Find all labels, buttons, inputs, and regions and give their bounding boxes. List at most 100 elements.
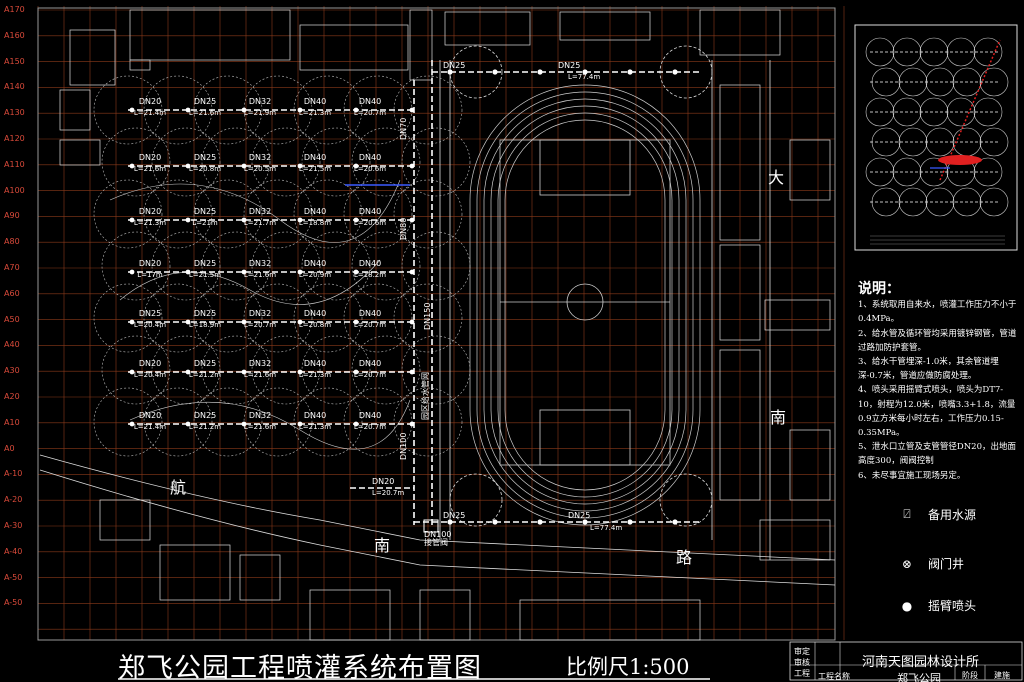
building-outline (719, 244, 761, 341)
sprinkler-head (447, 519, 453, 525)
legend-valve-well: ⊗ 阀门井 (900, 555, 964, 572)
pipe-dn-label: DN20 (139, 259, 161, 268)
pipe-length-label: L=21.3m (299, 109, 331, 117)
pipe-length-label: L=20.4m (134, 371, 166, 379)
pipe-dn-label: DN20 (139, 359, 161, 368)
sprinkler-head (129, 107, 135, 113)
center-circle (566, 283, 604, 321)
site-plan (39, 9, 836, 641)
building-outline (59, 139, 101, 166)
coverage-circle (301, 127, 371, 197)
pipe-length-label: L=20.5m (244, 165, 276, 173)
road-label-south-1: 航 (170, 478, 187, 497)
axis-label: A110 (4, 159, 25, 169)
sprinkler-head (537, 519, 543, 525)
coverage-circle (143, 283, 213, 353)
vertical-pipe-label: DN150 (423, 303, 432, 330)
sprinkler-head (185, 421, 191, 427)
project-name: 郑飞公园 (897, 672, 941, 682)
pipe-dn-label: DN40 (304, 207, 326, 216)
coverage-circle (193, 387, 263, 457)
building-outline (99, 499, 151, 541)
pipe-labels: DN20L=21.4mDN25L=21.6mDN32L=21.9mDN40L=2… (134, 61, 622, 547)
sprinkler-head (185, 269, 191, 275)
axis-label: A-30 (4, 521, 23, 530)
sprinkler-head (241, 217, 247, 223)
tb-row-1: 审定 (794, 647, 810, 656)
tb-row-4: 工程 (794, 669, 810, 678)
sprinkler-head (241, 319, 247, 325)
coverage-circle (151, 335, 221, 405)
connection-valve (423, 519, 439, 533)
pipe-length-label: L=21.4m (134, 423, 166, 431)
pipe-length-label: L=21.2m (189, 423, 221, 431)
sprinkler-head (185, 319, 191, 325)
landscape-path (109, 179, 401, 243)
pipe-dn-label: DN32 (249, 207, 271, 216)
road-label-south-2: 南 (374, 536, 391, 555)
legend-sprinkler: ● 摇臂喷头 (900, 597, 976, 614)
axis-label: A-10 (4, 469, 23, 479)
building-outline (129, 59, 151, 71)
sprinkler-head (185, 217, 191, 223)
coverage-circle (193, 283, 263, 353)
sprinkler-head (353, 217, 359, 223)
pipe-length-label: L=21.7m (244, 219, 276, 227)
sprinkler-head (353, 107, 359, 113)
pipe-length-label: L=21.3m (299, 371, 331, 379)
axis-label: A-40 (4, 546, 23, 556)
building-outline (719, 349, 761, 501)
coverage-circle (393, 179, 463, 249)
axis-label: A80 (4, 237, 20, 247)
pipe-dn-label: DN25 (443, 511, 465, 520)
pipe-length-label: L=21.2m (189, 371, 221, 379)
building-outline (409, 9, 433, 81)
pipe-length-label: L=21.6m (189, 109, 221, 117)
company-name: 河南天图园林设计所 (862, 655, 980, 670)
running-track-lane (497, 112, 673, 498)
sprinkler-head (129, 163, 135, 169)
pipe-dn-label: DN32 (249, 309, 271, 318)
building-outline (559, 11, 651, 41)
minimap-circle (865, 97, 895, 127)
sprinkler-coverage (659, 473, 713, 527)
minimap-circle (979, 187, 1009, 217)
minimap-circle (979, 67, 1009, 97)
sprinkler-head (492, 69, 498, 75)
pipe-length-label: L=17m (137, 271, 163, 279)
building-outline (759, 519, 831, 561)
pipe-length-label: L=20.9m (299, 271, 331, 279)
vertical-pipe-label: DN80 (399, 218, 408, 240)
road-label-south-3: 路 (676, 548, 693, 567)
axis-label: A10 (4, 417, 20, 427)
pipe-dn-label: DN25 (194, 359, 216, 368)
sprinkler-head (241, 269, 247, 275)
pipe-length-label: L=21.4m (134, 109, 166, 117)
coverage-circle (301, 335, 371, 405)
pipe-length-label: L=20.7m (354, 423, 386, 431)
pipe-dn-label: DN40 (359, 359, 381, 368)
pipe-length-label: L=20.7m (244, 321, 276, 329)
pipe-dn-label: DN20 (372, 477, 394, 486)
title-block-lines (118, 641, 1023, 681)
minimap-circle (865, 37, 895, 67)
axis-label: A30 (4, 366, 20, 376)
sprinkler-head (241, 163, 247, 169)
sprinkler-head (185, 369, 191, 375)
axis-label: A160 (4, 30, 25, 40)
coverage-circle (93, 179, 163, 249)
coverage-circle (351, 127, 421, 197)
axis-label: A-50 (4, 572, 23, 582)
coverage-circle (243, 283, 313, 353)
legend-label: 阀门井 (928, 557, 965, 571)
legend-label: 备用水源 (928, 508, 977, 522)
football-pitch (499, 139, 671, 466)
minimap-circle (919, 37, 949, 67)
pipe-length-label: L=21.3m (299, 423, 331, 431)
pipe-dn-label: DN100 (424, 530, 451, 539)
sprinkler-head (537, 69, 543, 75)
road-edge (39, 469, 836, 586)
sprinkler-head (241, 421, 247, 427)
sprinkler-head (129, 217, 135, 223)
